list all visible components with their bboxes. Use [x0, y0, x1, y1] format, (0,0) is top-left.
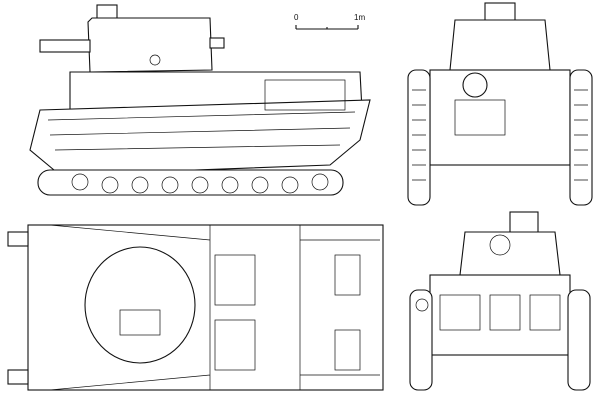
top-view [7, 224, 384, 391]
front-view [407, 2, 593, 206]
scale-bar [295, 25, 359, 30]
side-road-wheels [37, 169, 344, 196]
rear-view [409, 211, 591, 391]
scale-start-label: 0 [294, 13, 299, 22]
scale-end-label: 1m [354, 13, 366, 22]
side-view [29, 4, 371, 196]
